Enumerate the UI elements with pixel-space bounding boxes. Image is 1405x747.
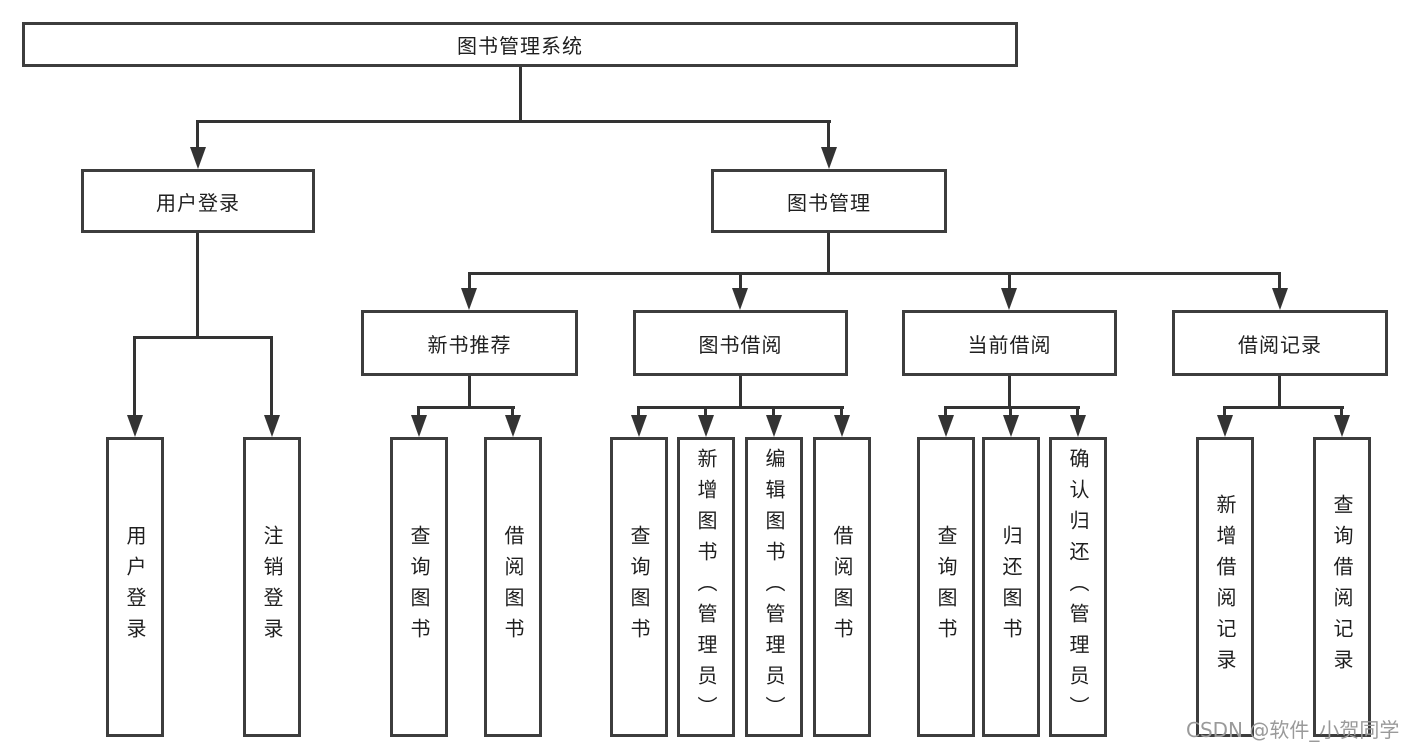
connector-drop bbox=[1008, 272, 1011, 292]
leaf-borrow-books-recommend: 借阅图书 bbox=[484, 437, 542, 737]
arrow-down-icon bbox=[127, 415, 143, 437]
node-library-management-system: 图书管理系统 bbox=[22, 22, 1018, 67]
arrow-down-icon bbox=[1001, 288, 1017, 310]
arrow-down-icon bbox=[821, 147, 837, 169]
arrow-down-icon bbox=[1217, 415, 1233, 437]
leaf-label: 借阅图书 bbox=[830, 525, 854, 649]
connector-drop bbox=[1223, 406, 1226, 417]
connector-hline bbox=[133, 336, 273, 339]
arrow-down-icon bbox=[631, 415, 647, 437]
arrow-down-icon bbox=[766, 415, 782, 437]
arrow-down-icon bbox=[698, 415, 714, 437]
leaf-query-books-recommend: 查询图书 bbox=[390, 437, 448, 737]
connector-drop bbox=[468, 272, 471, 292]
connector-drop bbox=[1076, 406, 1079, 417]
node-book-management: 图书管理 bbox=[711, 169, 947, 233]
connector-hline bbox=[637, 406, 844, 409]
leaf-query-books-current: 查询图书 bbox=[917, 437, 975, 737]
leaf-label: 新增图书（管理员） bbox=[694, 447, 718, 727]
connector-hline bbox=[1223, 406, 1344, 409]
node-label: 当前借阅 bbox=[967, 332, 1052, 357]
connector-drop bbox=[196, 120, 199, 149]
node-label: 借阅记录 bbox=[1238, 332, 1322, 357]
connector-drop bbox=[827, 120, 830, 149]
connector-drop bbox=[704, 406, 707, 417]
connector-vline bbox=[468, 376, 471, 409]
arrow-down-icon bbox=[461, 288, 477, 310]
node-user-login: 用户登录 bbox=[81, 169, 315, 233]
leaf-label: 编辑图书（管理员） bbox=[762, 447, 786, 727]
csdn-watermark: CSDN @软件_小贺同学 bbox=[1186, 718, 1400, 742]
leaf-label: 用户登录 bbox=[123, 525, 147, 649]
leaf-label: 查询图书 bbox=[627, 525, 651, 649]
connector-drop bbox=[1278, 272, 1281, 292]
connector-drop bbox=[1009, 406, 1012, 417]
leaf-label: 借阅图书 bbox=[501, 525, 525, 649]
connector-hline bbox=[468, 272, 1281, 275]
connector-drop bbox=[739, 272, 742, 292]
arrow-down-icon bbox=[190, 147, 206, 169]
arrow-down-icon bbox=[411, 415, 427, 437]
connector-hline bbox=[417, 406, 515, 409]
arrow-down-icon bbox=[1272, 288, 1288, 310]
connector-hline bbox=[944, 406, 1080, 409]
node-label: 新书推荐 bbox=[427, 332, 512, 357]
leaf-user-login: 用户登录 bbox=[106, 437, 164, 737]
leaf-label: 查询图书 bbox=[934, 525, 958, 649]
arrow-down-icon bbox=[834, 415, 850, 437]
arrow-down-icon bbox=[1334, 415, 1350, 437]
connector-drop bbox=[772, 406, 775, 417]
arrow-down-icon bbox=[732, 288, 748, 310]
connector-vline bbox=[739, 376, 742, 409]
connector-drop bbox=[511, 406, 514, 417]
leaf-borrow-books-borrowing: 借阅图书 bbox=[813, 437, 871, 737]
leaf-query-books-borrowing: 查询图书 bbox=[610, 437, 668, 737]
arrow-down-icon bbox=[505, 415, 521, 437]
connector-vline bbox=[196, 233, 199, 338]
node-new-book-recommendation: 新书推荐 bbox=[361, 310, 578, 376]
connector-drop bbox=[637, 406, 640, 417]
arrow-down-icon bbox=[938, 415, 954, 437]
arrow-down-icon bbox=[264, 415, 280, 437]
connector-drop bbox=[840, 406, 843, 417]
connector-vline bbox=[827, 233, 830, 275]
leaf-label: 查询图书 bbox=[407, 525, 431, 649]
leaf-add-borrow-record: 新增借阅记录 bbox=[1196, 437, 1254, 737]
connector-vline bbox=[1278, 376, 1281, 409]
node-label: 图书管理 bbox=[787, 190, 871, 215]
connector-drop bbox=[133, 336, 136, 418]
leaf-label: 确认归还（管理员） bbox=[1066, 447, 1090, 727]
leaf-label: 新增借阅记录 bbox=[1213, 494, 1237, 680]
connector-drop bbox=[944, 406, 947, 417]
node-current-borrowing: 当前借阅 bbox=[902, 310, 1117, 376]
node-borrowing-records: 借阅记录 bbox=[1172, 310, 1388, 376]
node-label: 图书借阅 bbox=[698, 332, 783, 357]
connector-vline bbox=[1008, 376, 1011, 409]
connector-drop bbox=[1340, 406, 1343, 417]
leaf-label: 归还图书 bbox=[999, 525, 1023, 649]
leaf-logout: 注销登录 bbox=[243, 437, 301, 737]
leaf-label: 查询借阅记录 bbox=[1330, 494, 1354, 680]
leaf-edit-book-admin: 编辑图书（管理员） bbox=[745, 437, 803, 737]
connector-drop bbox=[417, 406, 420, 417]
connector-vline bbox=[519, 67, 522, 123]
connector-drop bbox=[270, 336, 273, 418]
node-label: 用户登录 bbox=[156, 190, 240, 215]
leaf-query-borrow-record: 查询借阅记录 bbox=[1313, 437, 1371, 737]
node-label: 图书管理系统 bbox=[457, 34, 583, 58]
arrow-down-icon bbox=[1070, 415, 1086, 437]
connector-hline bbox=[196, 120, 831, 123]
leaf-label: 注销登录 bbox=[260, 525, 284, 649]
arrow-down-icon bbox=[1003, 415, 1019, 437]
leaf-return-books: 归还图书 bbox=[982, 437, 1040, 737]
node-book-borrowing: 图书借阅 bbox=[633, 310, 848, 376]
leaf-add-book-admin: 新增图书（管理员） bbox=[677, 437, 735, 737]
leaf-confirm-return-admin: 确认归还（管理员） bbox=[1049, 437, 1107, 737]
